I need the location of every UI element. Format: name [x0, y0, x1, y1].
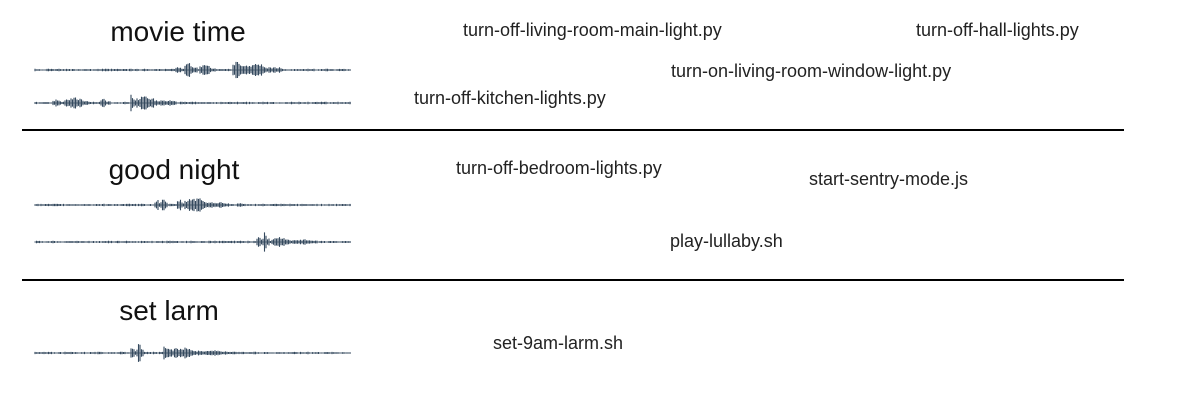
script-label: turn-off-kitchen-lights.py	[414, 88, 606, 108]
audio-waveform[interactable]	[34, 188, 351, 222]
script-label: start-sentry-mode.js	[809, 169, 969, 189]
command-group-good-night: good night turn-off-bedroom-lights.py st…	[34, 154, 969, 259]
script-label: play-lullaby.sh	[670, 231, 783, 251]
script-label: turn-off-bedroom-lights.py	[456, 158, 662, 178]
audio-waveform[interactable]	[34, 336, 351, 370]
command-title: set larm	[119, 295, 219, 326]
audio-waveform[interactable]	[34, 53, 351, 87]
script-label: turn-on-living-room-window-light.py	[671, 61, 952, 81]
waveform-signal	[34, 61, 351, 79]
waveform-signal	[34, 198, 351, 212]
waveform-signal	[34, 94, 351, 112]
audio-waveform[interactable]	[34, 86, 351, 120]
section-divider	[22, 279, 1124, 281]
script-label: turn-off-living-room-main-light.py	[463, 20, 722, 40]
waveform-signal	[34, 232, 351, 252]
command-title: good night	[108, 154, 240, 185]
script-label: turn-off-hall-lights.py	[916, 20, 1079, 40]
waveform-signal	[34, 344, 351, 362]
audio-waveform[interactable]	[34, 225, 351, 259]
command-title: movie time	[110, 16, 246, 47]
section-divider	[22, 129, 1124, 131]
command-group-movie-time: movie time turn-off-living-room-main-lig…	[0, 0, 1182, 130]
script-label: set-9am-larm.sh	[493, 333, 624, 353]
